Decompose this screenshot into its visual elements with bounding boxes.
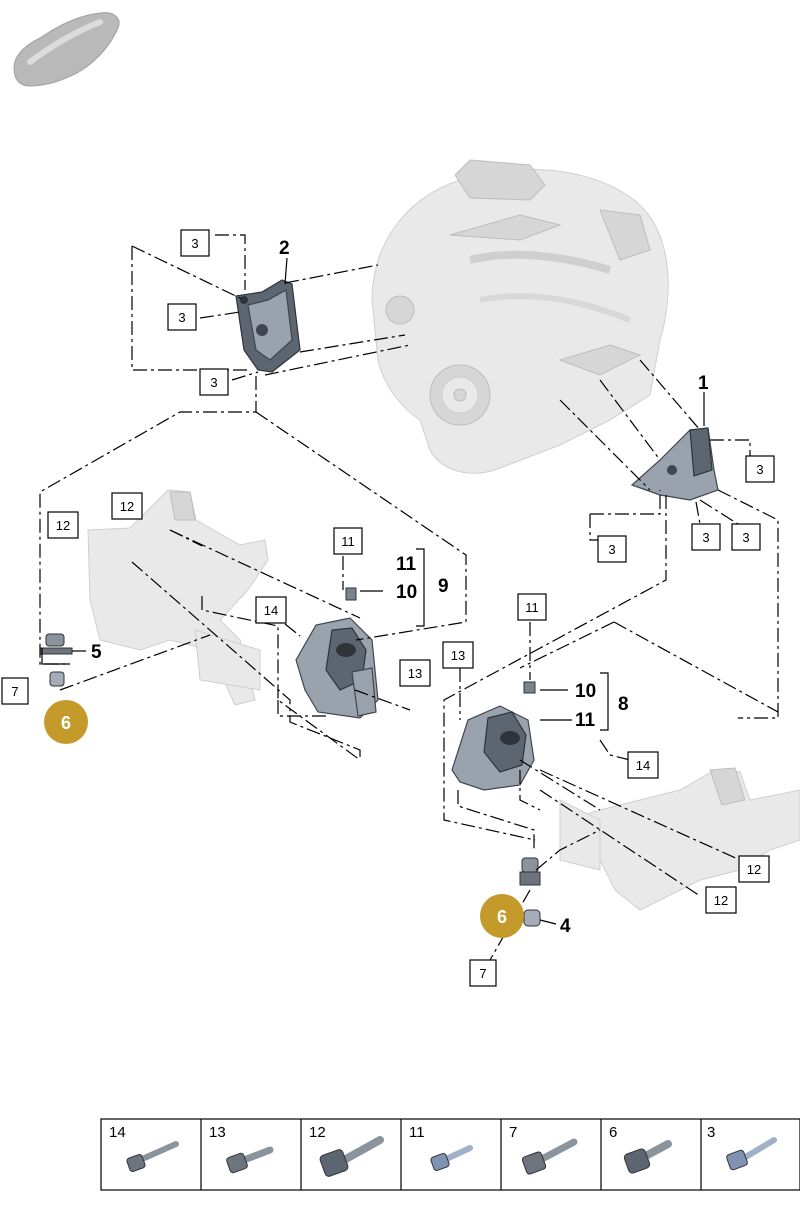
svg-text:6: 6 (497, 907, 507, 927)
svg-text:6: 6 (61, 713, 71, 733)
svg-text:11: 11 (525, 600, 539, 615)
svg-text:12: 12 (56, 518, 70, 533)
callout-13-right[interactable]: 13 (442, 641, 474, 669)
svg-text:14: 14 (264, 603, 278, 618)
svg-text:14: 14 (636, 758, 650, 773)
callout-11-left[interactable]: 11 (396, 554, 417, 575)
callout-2[interactable]: 2 (279, 238, 290, 259)
callout-5[interactable]: 5 (91, 642, 102, 663)
bolt-14-icon (126, 1141, 179, 1172)
svg-text:3: 3 (608, 542, 615, 557)
callout-12-left-b[interactable]: 12 (47, 511, 79, 539)
car-silhouette-icon (13, 12, 120, 87)
callout-10-left[interactable]: 10 (396, 582, 417, 603)
callout-12-right-b[interactable]: 12 (705, 886, 737, 914)
svg-text:7: 7 (479, 966, 486, 981)
fastener-legend: 14 13 12 11 (100, 1118, 800, 1191)
svg-text:3: 3 (702, 530, 709, 545)
callout-13-left[interactable]: 13 (399, 659, 431, 687)
callout-10-right[interactable]: 10 (575, 681, 596, 702)
engine-bracket-left[interactable] (235, 279, 301, 373)
svg-text:7: 7 (509, 1124, 517, 1141)
svg-text:11: 11 (409, 1124, 425, 1141)
bolt-10-11-left[interactable] (345, 587, 357, 601)
legend-cell-3[interactable]: 3 (707, 1124, 777, 1171)
svg-text:12: 12 (120, 499, 134, 514)
engine-illustration (371, 159, 669, 474)
svg-text:13: 13 (209, 1124, 226, 1141)
right-subframe-illustration (559, 767, 800, 911)
callout-8[interactable]: 8 (618, 694, 629, 715)
callout-3-low[interactable]: 3 (199, 368, 229, 396)
bolt-7-icon (521, 1138, 578, 1175)
callout-3-right-a[interactable]: 3 (691, 523, 721, 551)
legend-cell-13[interactable]: 13 (209, 1124, 274, 1174)
callout-4[interactable]: 4 (560, 916, 571, 937)
bolt-13-icon (226, 1146, 274, 1174)
stud-right[interactable] (519, 857, 541, 927)
svg-text:12: 12 (714, 893, 728, 908)
legend-cell-12[interactable]: 12 (309, 1124, 384, 1177)
callout-3-right-top[interactable]: 3 (745, 455, 775, 483)
bolt-11-icon (430, 1145, 473, 1171)
callout-1[interactable]: 1 (698, 373, 709, 394)
callout-3-right-b[interactable]: 3 (731, 523, 761, 551)
bolt-3-icon (726, 1137, 777, 1171)
svg-text:14: 14 (109, 1124, 126, 1141)
solid-leaders (41, 257, 705, 925)
legend-cell-6[interactable]: 6 (609, 1124, 672, 1174)
callout-3-top[interactable]: 3 (180, 229, 210, 257)
engine-mount-left[interactable] (295, 617, 379, 719)
svg-text:7: 7 (11, 684, 18, 699)
callout-3-right-c[interactable]: 3 (597, 535, 627, 563)
svg-text:12: 12 (747, 862, 761, 877)
legend-cell-11[interactable]: 11 (409, 1124, 473, 1171)
svg-text:3: 3 (756, 462, 763, 477)
svg-text:3: 3 (178, 310, 185, 325)
svg-text:3: 3 (191, 236, 198, 251)
svg-text:3: 3 (210, 375, 217, 390)
svg-text:12: 12 (309, 1124, 326, 1141)
legend-cell-14[interactable]: 14 (109, 1124, 179, 1172)
callout-14-right[interactable]: 14 (627, 751, 659, 779)
leader-lines (39, 234, 779, 961)
svg-text:11: 11 (341, 534, 355, 549)
bolt-12-icon (319, 1136, 384, 1177)
engine-mount-right[interactable] (451, 705, 535, 791)
legend-cell-7[interactable]: 7 (509, 1124, 578, 1175)
svg-text:13: 13 (451, 648, 465, 663)
stud-left[interactable] (39, 633, 73, 687)
callout-6-right-highlight[interactable]: 6 (480, 894, 524, 938)
callout-14-left[interactable]: 14 (255, 596, 287, 624)
left-subframe-illustration (87, 489, 269, 706)
callout-7-left[interactable]: 7 (1, 677, 29, 705)
callout-11-right[interactable]: 11 (575, 710, 596, 731)
svg-text:6: 6 (609, 1124, 617, 1141)
callout-9[interactable]: 9 (438, 576, 449, 597)
svg-text:3: 3 (742, 530, 749, 545)
bolt-6-icon (623, 1140, 672, 1174)
callout-11-right-box[interactable]: 11 (517, 593, 547, 621)
callout-7-right[interactable]: 7 (469, 959, 497, 987)
callout-3-mid[interactable]: 3 (167, 303, 197, 331)
callout-6-left-highlight[interactable]: 6 (44, 700, 88, 744)
svg-text:13: 13 (408, 666, 422, 681)
bolt-10-11-right[interactable] (523, 681, 536, 694)
callout-11-left-box[interactable]: 11 (333, 527, 363, 555)
callout-12-left-a[interactable]: 12 (111, 492, 143, 520)
engine-bracket-right[interactable] (630, 427, 719, 501)
svg-text:3: 3 (707, 1124, 715, 1141)
callout-12-right-a[interactable]: 12 (738, 855, 770, 883)
